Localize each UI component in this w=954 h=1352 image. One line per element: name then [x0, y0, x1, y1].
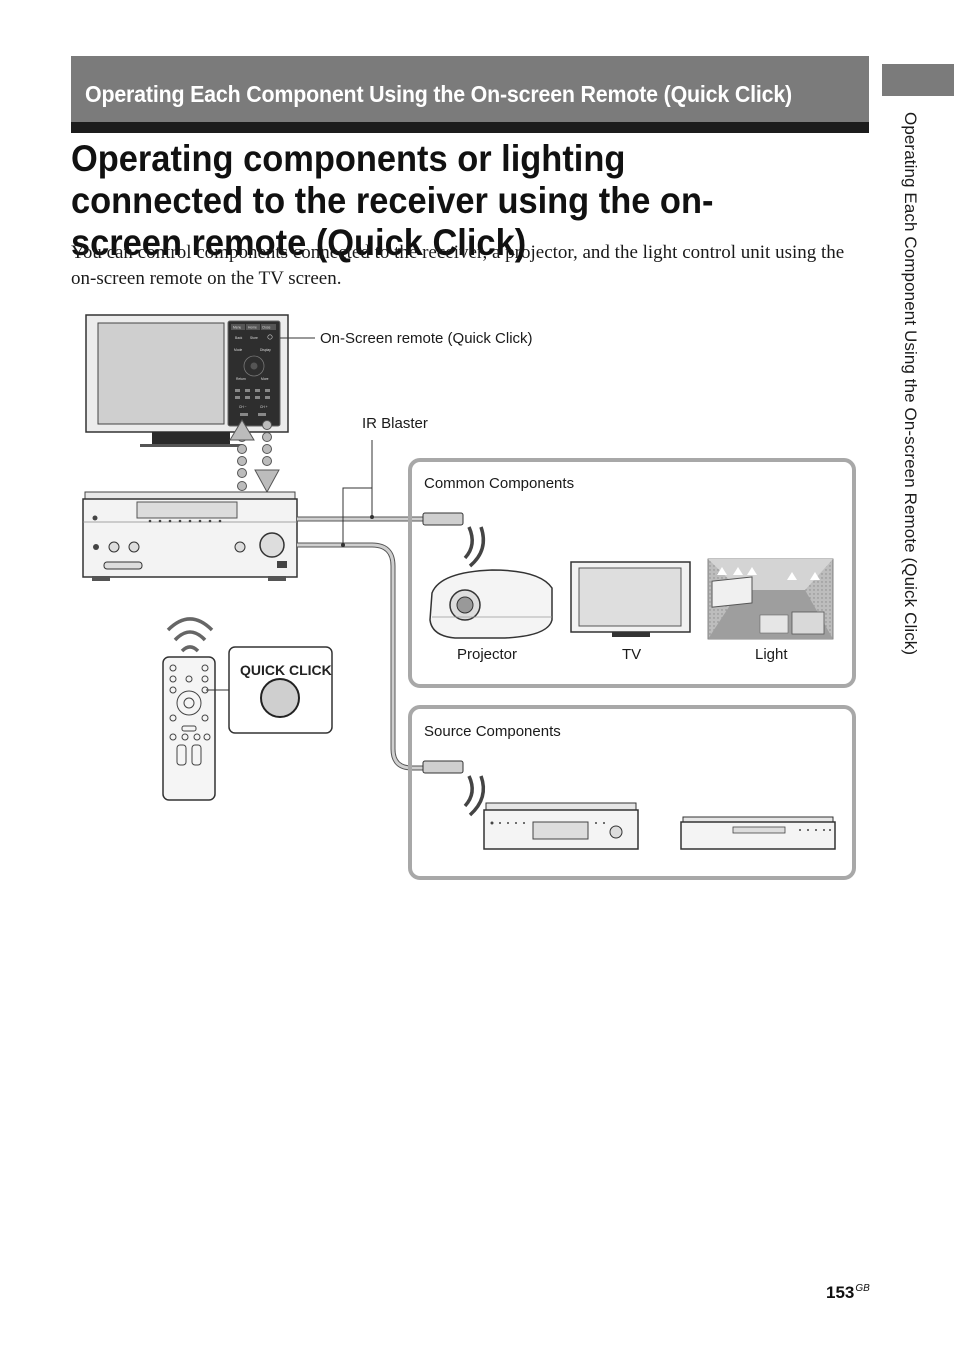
label-projector: Projector: [457, 646, 517, 663]
signal-arrows: [229, 419, 280, 494]
arrow-down-icon: [254, 469, 280, 494]
onscreen-back-label: Back: [235, 336, 243, 340]
side-section-title: Operating Each Component Using the On-sc…: [901, 112, 920, 656]
source-components-panel: [408, 705, 856, 880]
onscreen-remote-panel: Menu Home Close Back Store Mode Display …: [227, 320, 281, 427]
ir-blaster-cables: [297, 440, 427, 771]
page-number: 153GB: [826, 1283, 870, 1303]
physical-remote: QUICK CLICK: [162, 617, 333, 801]
cd-player-icon: [483, 802, 639, 850]
onscreen-more-label: More: [261, 377, 269, 381]
onscreen-menu-label: Menu: [233, 326, 241, 330]
label-light: Light: [755, 646, 788, 663]
label-ir-blaster: IR Blaster: [362, 415, 428, 432]
page-heading: Operating components or lighting connect…: [71, 138, 714, 263]
onscreen-store-label: Store: [250, 336, 258, 340]
onscreen-mode-label: Mode: [234, 348, 242, 352]
light-room-icon: [707, 558, 834, 640]
onscreen-close-label: Close: [262, 326, 271, 330]
av-receiver: [82, 491, 298, 581]
onscreen-home-label: Home: [248, 326, 257, 330]
label-source-components: Source Components: [424, 723, 561, 740]
label-onscreen-remote: On-Screen remote (Quick Click): [320, 330, 533, 347]
section-banner: Operating Each Component Using the On-sc…: [71, 56, 869, 133]
quick-click-button-icon: [260, 678, 300, 718]
intro-paragraph: You can control components connected to …: [71, 242, 845, 289]
side-tab-marker: [882, 64, 954, 96]
page-number-value: 153: [826, 1283, 855, 1302]
label-common-components: Common Components: [424, 475, 574, 492]
tv-with-onscreen-remote: Menu Home Close Back Store Mode Display …: [85, 314, 315, 447]
page-suffix: GB: [855, 1283, 870, 1294]
onscreen-return-label: Return: [236, 377, 246, 381]
arrow-up-icon: [229, 419, 255, 441]
onscreen-display-label: Display: [260, 348, 271, 352]
quick-click-label: QUICK CLICK: [240, 662, 332, 678]
banner-title: Operating Each Component Using the On-sc…: [85, 81, 792, 107]
common-components-panel: [408, 458, 856, 688]
tv-icon: [570, 561, 691, 637]
disc-player-icon: [680, 816, 836, 850]
onscreen-ch-minus-label: CH −: [239, 405, 247, 409]
projector-icon: [429, 569, 553, 639]
label-tv: TV: [622, 646, 641, 663]
onscreen-ch-plus-label: CH +: [260, 405, 268, 409]
